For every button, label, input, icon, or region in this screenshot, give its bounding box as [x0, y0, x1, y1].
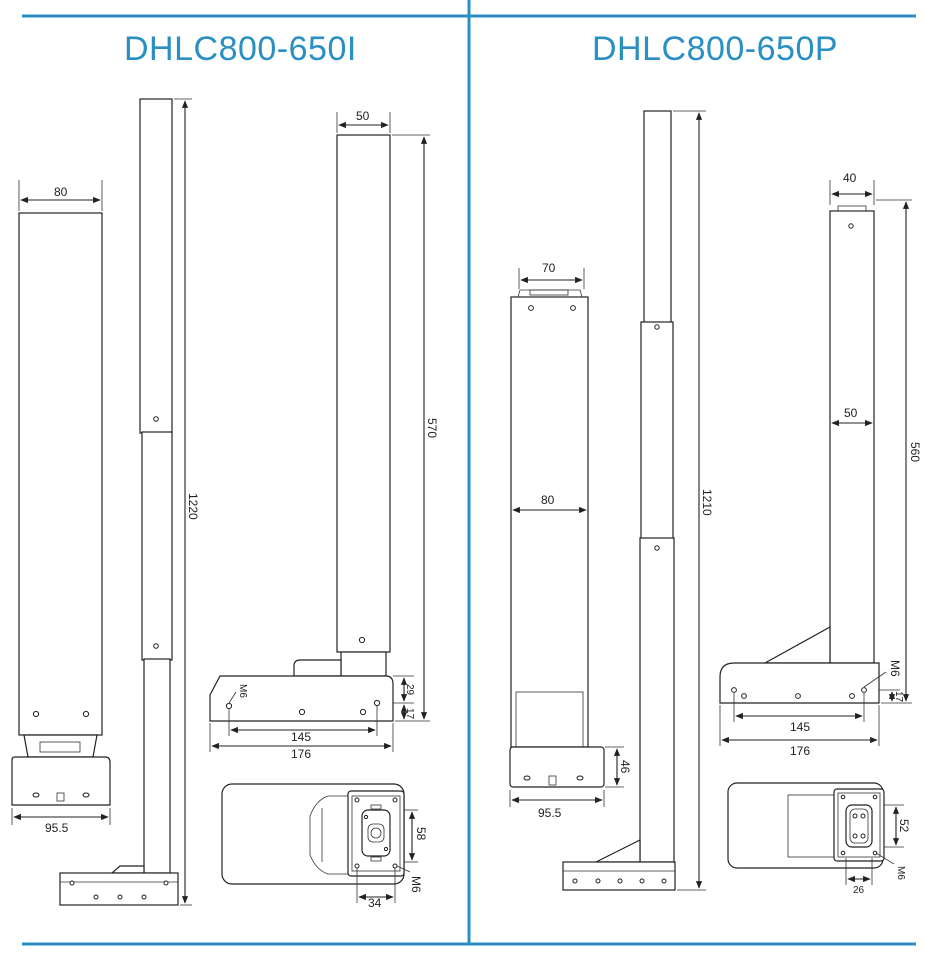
- dim-50-left: 50: [356, 109, 370, 123]
- right-side-view: [562, 110, 706, 891]
- dim-176-right: 176: [790, 744, 810, 758]
- right-plate-view: [727, 782, 904, 885]
- dim-m6-right-plate: M6: [895, 866, 906, 880]
- dim-40: 40: [843, 171, 857, 185]
- dim-145-left: 145: [291, 730, 311, 744]
- dim-17-left: 17: [404, 708, 415, 720]
- dim-58: 58: [414, 827, 428, 841]
- dim-70: 70: [542, 261, 556, 275]
- dim-29: 29: [404, 684, 415, 696]
- left-plate-view: [221, 783, 418, 903]
- dim-1220: 1220: [186, 493, 200, 520]
- left-side-view: [59, 98, 192, 906]
- right-front-view: [509, 268, 624, 807]
- dim-50-right: 50: [844, 406, 858, 420]
- left-front-view: [11, 180, 111, 825]
- dim-52: 52: [897, 819, 911, 833]
- left-motor-view: [209, 112, 430, 752]
- dim-26: 26: [853, 885, 865, 896]
- dim-570: 570: [425, 418, 439, 438]
- dim-46: 46: [618, 760, 632, 774]
- dim-80-left: 80: [54, 185, 68, 199]
- dim-m6-left-side: M6: [237, 684, 248, 698]
- dim-17-right: 17: [893, 691, 904, 703]
- right-model-title: DHLC800-650P: [592, 30, 839, 68]
- right-motor-view: [719, 180, 912, 746]
- dim-560: 560: [908, 442, 922, 462]
- dim-95.5-right: 95.5: [538, 806, 562, 820]
- dim-m6-right-side: M6: [888, 660, 902, 677]
- dim-95.5-left: 95.5: [45, 821, 69, 835]
- dim-34: 34: [368, 896, 382, 910]
- dim-1210: 1210: [700, 489, 714, 516]
- dim-176-left: 176: [291, 747, 311, 761]
- left-model-title: DHLC800-650I: [124, 30, 357, 68]
- dim-145-right: 145: [790, 720, 810, 734]
- dim-m6-left-plate: M6: [409, 876, 423, 893]
- dim-80-right: 80: [541, 493, 555, 507]
